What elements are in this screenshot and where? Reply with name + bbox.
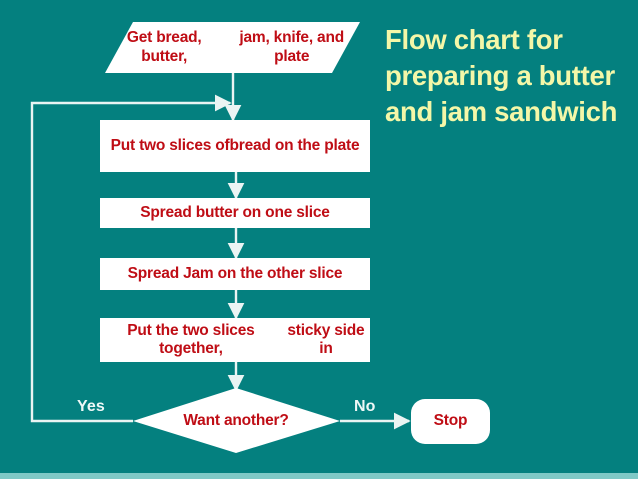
- edge-label-yes: Yes: [77, 398, 105, 415]
- node-shape-get-ingredients[interactable]: [105, 22, 360, 73]
- node-shape-put-two-slices[interactable]: [100, 120, 370, 172]
- connector-group: [224, 73, 411, 430]
- node-shape-spread-butter[interactable]: [100, 198, 370, 228]
- bottom-accent-strip: [0, 473, 638, 479]
- edge-label-no: No: [354, 398, 376, 415]
- page-title: Flow chart for preparing a butter and ja…: [385, 24, 618, 127]
- node-shape-stop[interactable]: [411, 399, 490, 444]
- node-shape-spread-jam[interactable]: [100, 258, 370, 290]
- connector-yes-loop: [30, 94, 232, 423]
- node-shape-put-together[interactable]: [100, 318, 370, 362]
- node-shape-want-another[interactable]: [133, 388, 340, 453]
